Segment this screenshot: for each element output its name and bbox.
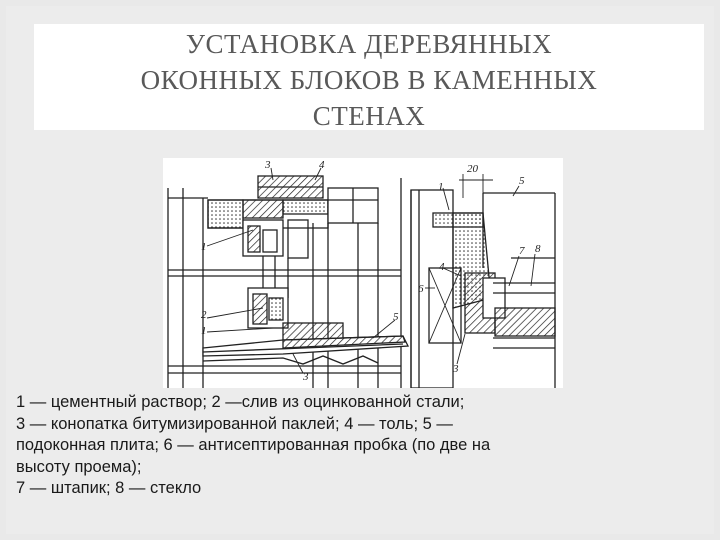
label-right-5: 5: [519, 175, 525, 187]
label-left-3: 3: [264, 159, 271, 171]
technical-drawing: 3 4 1 2 1 5 3 1 20 5 4 6 7 8 3: [163, 158, 563, 388]
left-section: [167, 167, 410, 388]
title-box: УСТАНОВКА ДЕРЕВЯННЫХ ОКОННЫХ БЛОКОВ В КА…: [34, 24, 704, 131]
label-left-3b: 3: [302, 371, 309, 383]
label-left-1b: 1: [201, 325, 207, 337]
caption-line-4: высоту проема);: [16, 457, 142, 476]
slide: УСТАНОВКА ДЕРЕВЯННЫХ ОКОННЫХ БЛОКОВ В КА…: [6, 6, 714, 534]
caption-line-3: подоконная плита; 6 — антисептированная …: [16, 436, 491, 454]
label-left-5: 5: [393, 311, 399, 323]
label-left-2: 2: [201, 309, 207, 321]
caption-line-2: 3 — конопатка битумизированной паклей; 4…: [16, 414, 453, 433]
label-right-20: 20: [467, 163, 479, 175]
caption-line-5: 7 — штапик; 8 — стекло: [16, 479, 202, 497]
label-right-3: 3: [452, 363, 459, 375]
label-right-4: 4: [439, 261, 445, 273]
caption-line-1: 1 — цементный раствор; 2 —слив из оцинко…: [16, 393, 465, 411]
title-line-3: СТЕНАХ: [312, 101, 426, 131]
title-line-2: ОКОННЫХ БЛОКОВ В КАМЕННЫХ: [140, 65, 598, 95]
caption: 1 — цементный раствор; 2 —слив из оцинко…: [16, 392, 706, 500]
label-right-8: 8: [535, 243, 541, 255]
label-left-4: 4: [319, 159, 325, 171]
slide-title: УСТАНОВКА ДЕРЕВЯННЫХ ОКОННЫХ БЛОКОВ В КА…: [34, 26, 704, 134]
title-line-1: УСТАНОВКА ДЕРЕВЯННЫХ: [185, 29, 553, 59]
label-right-1: 1: [438, 181, 444, 193]
label-right-6: 6: [418, 283, 424, 295]
label-left-1a: 1: [201, 241, 207, 253]
label-right-7: 7: [519, 245, 525, 257]
right-section: [410, 174, 556, 388]
